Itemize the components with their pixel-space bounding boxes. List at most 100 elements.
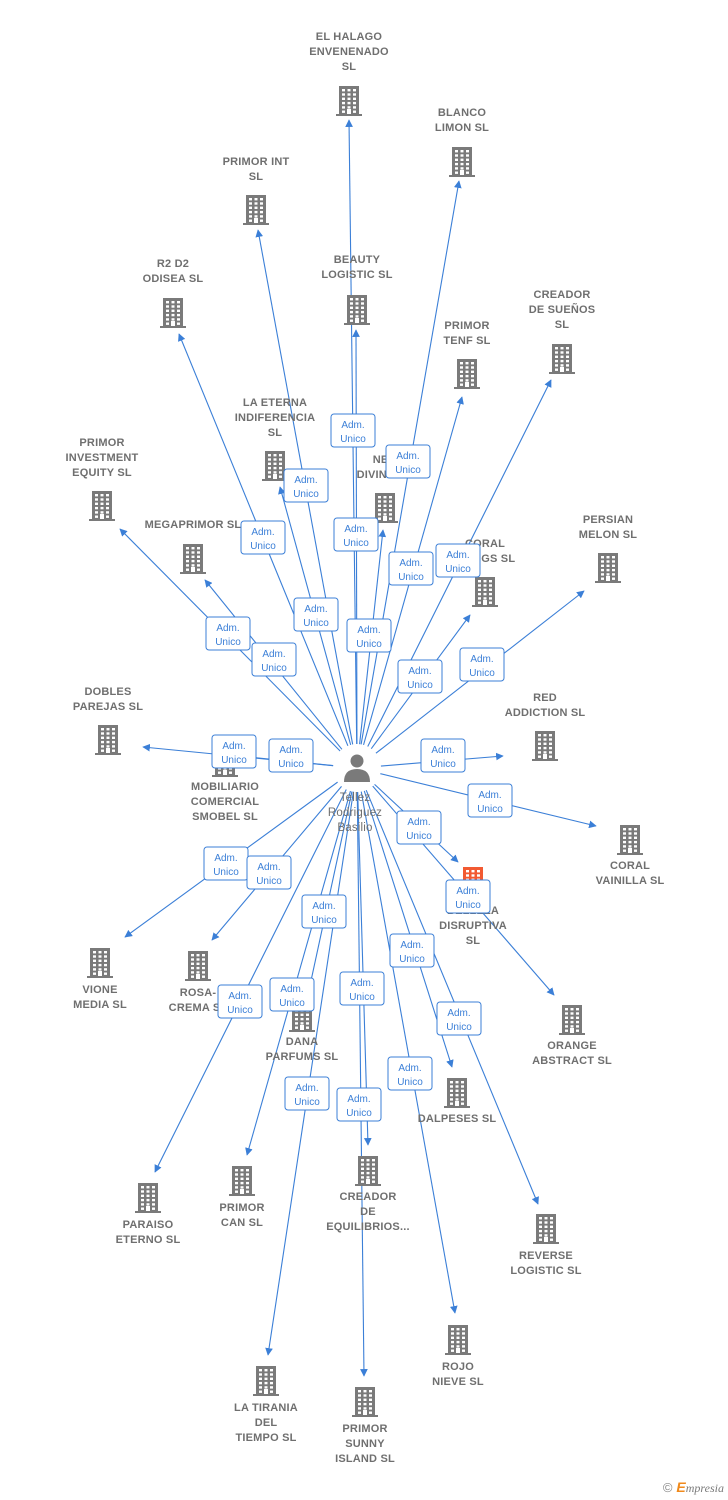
relation-badge: Adm.Unico (205, 616, 251, 651)
relation-badge-text: Adm. (214, 853, 237, 864)
edge-rojo-nieve-sl (360, 791, 458, 1314)
building-icon (87, 948, 113, 978)
company-label-line: PRIMOR (342, 1423, 387, 1435)
company-label-line: DANA (286, 1036, 319, 1048)
person-name-line: Rodriguez (328, 807, 382, 819)
relation-badge-text: Adm. (431, 745, 454, 756)
relation-badge: Adm.Unico (203, 846, 249, 881)
edge-paraiso-eterno-sl (154, 789, 347, 1173)
relation-badge-text: Unico (398, 572, 424, 583)
relation-badge-text: Adm. (228, 991, 251, 1002)
person-icon (344, 754, 370, 782)
relation-badge-text: Adm. (478, 790, 501, 801)
building-icon (229, 1166, 255, 1196)
company-label-line: CREADOR (339, 1191, 396, 1203)
relation-badge-text: Adm. (398, 1063, 421, 1074)
company-label-line: TENF SL (443, 335, 490, 347)
building-icon (160, 298, 186, 328)
person-name-line: Tellez (340, 792, 371, 804)
company-label-line: CAN SL (221, 1217, 263, 1229)
copyright-symbol: © (662, 1480, 673, 1495)
building-icon (355, 1156, 381, 1186)
relation-badge-text: Unico (303, 618, 329, 629)
relation-badge: Adm.Unico (246, 855, 292, 890)
building-icon (180, 544, 206, 574)
relation-badge: Adm.Unico (435, 543, 481, 578)
company-label-line: CREADOR (533, 289, 590, 301)
relation-badge: Adm.Unico (445, 879, 491, 914)
relation-badge: Adm.Unico (389, 933, 435, 968)
relation-badge-text: Adm. (295, 1083, 318, 1094)
relation-badge-text: Adm. (446, 550, 469, 561)
edge-primor-can-sl (245, 790, 351, 1156)
relation-badge: Adm.Unico (459, 647, 505, 682)
relation-badge-text: Unico (477, 804, 503, 815)
relation-badge-text: Adm. (312, 901, 335, 912)
building-icon (533, 1214, 559, 1244)
building-icon (336, 86, 362, 116)
building-icon (617, 825, 643, 855)
brand-initial: E (676, 1479, 686, 1495)
company-label-line: MEGAPRIMOR SL (145, 519, 242, 531)
company-label-line: RED (533, 692, 557, 704)
relation-badge-text: Unico (293, 489, 319, 500)
company-node-dalpeses-sl[interactable]: DALPESES SL (418, 1078, 497, 1125)
company-label-line: TIEMPO SL (235, 1432, 296, 1444)
building-icon (372, 493, 398, 523)
company-label-line: SL (249, 171, 264, 183)
relation-badge-text: Unico (250, 541, 276, 552)
relation-badge: Adm.Unico (336, 1087, 382, 1122)
relation-badge-text: Adm. (341, 420, 364, 431)
relation-badge-text: Adm. (396, 451, 419, 462)
relation-badge-text: Adm. (262, 649, 285, 660)
company-label-line: DEL (255, 1417, 278, 1429)
company-label-line: PAREJAS SL (73, 701, 143, 713)
company-label-line: ODISEA SL (143, 273, 204, 285)
relation-badge: Adm.Unico (330, 413, 376, 448)
relation-badge-text: Adm. (344, 524, 367, 535)
relation-badge-text: Adm. (216, 623, 239, 634)
company-node-rosa-crema-sl[interactable]: ROSA-CREMA SL (169, 951, 228, 1014)
company-label-line: VAINILLA SL (596, 875, 665, 887)
edge-primor-sunny-island-sl (356, 791, 368, 1377)
building-icon (559, 1005, 585, 1035)
relation-badge: Adm.Unico (240, 520, 286, 555)
relation-badge: Adm.Unico (293, 597, 339, 632)
company-node-megaprimor-sl[interactable]: MEGAPRIMOR SL (145, 519, 242, 574)
building-icon (454, 359, 480, 389)
relation-badge-text: Unico (406, 831, 432, 842)
company-label-line: MEDIA SL (73, 999, 127, 1011)
building-icon (352, 1387, 378, 1417)
company-label-line: LOGISTIC SL (321, 269, 392, 281)
relation-badge: Adm.Unico (436, 1001, 482, 1036)
copyright-footer: ©Empresia (663, 1479, 724, 1496)
relation-badge-text: Unico (356, 639, 382, 650)
relation-badge-text: Unico (395, 465, 421, 476)
relation-badge-text: Unico (279, 998, 305, 1009)
edge-dana-parfums-sl (306, 791, 353, 991)
company-node-creador-de-equilibrios[interactable]: CREADORDEEQUILIBRIOS... (326, 1156, 410, 1233)
